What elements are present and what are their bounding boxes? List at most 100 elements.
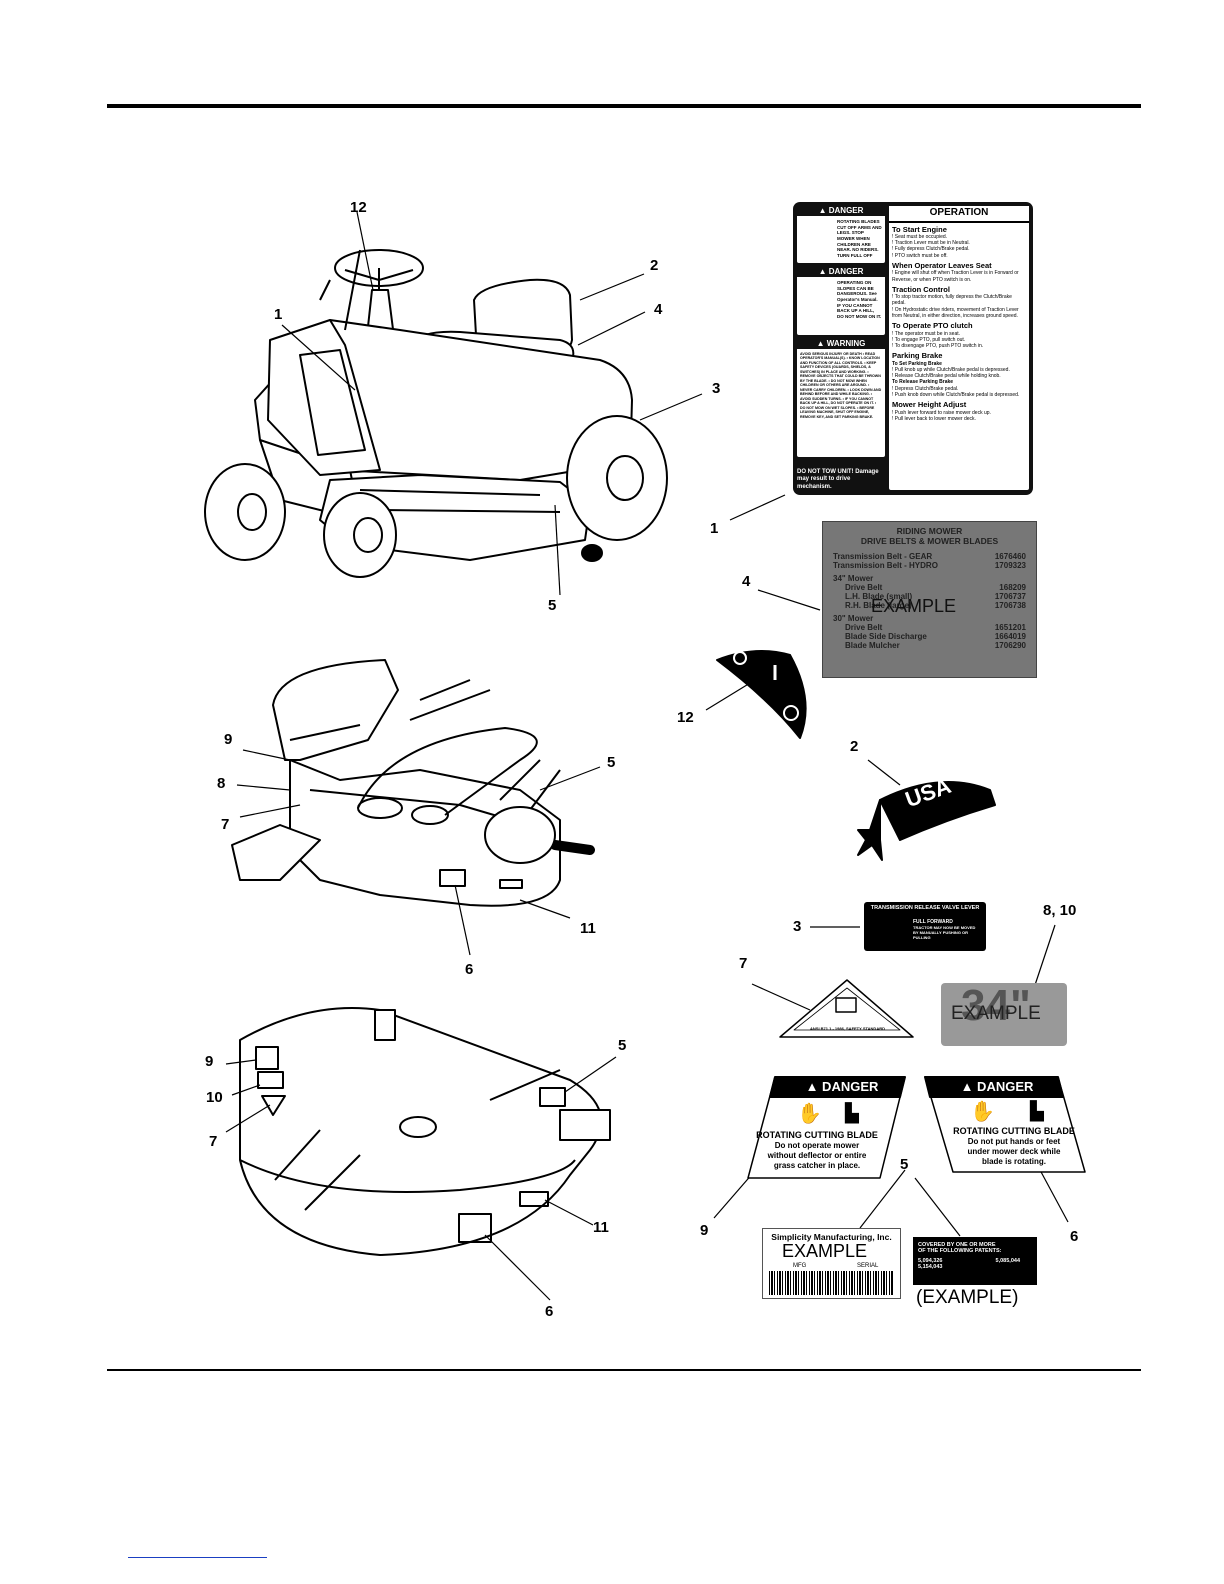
belt-row: Drive Belt 1651201: [823, 623, 1036, 632]
callout-1: 1: [710, 520, 719, 537]
belt-row: R.H. Blade (large) 1706738: [823, 601, 1036, 610]
riding-mower-drawing: [204, 249, 668, 578]
deck-underside-drawing: [239, 1007, 611, 1256]
warning-text: AVOID SERIOUS INJURY OR DEATH • READ OPE…: [800, 352, 882, 419]
boot-icon: ▙: [845, 1103, 859, 1123]
callout-4: 4: [654, 301, 663, 318]
callout-9: 9: [224, 731, 233, 748]
belt-label: Blade Side Discharge: [845, 632, 927, 641]
belt-title-2: DRIVE BELTS & MOWER BLADES: [860, 536, 999, 546]
danger-left-header: ▲ DANGER: [805, 1079, 879, 1094]
patent-number: 5,085,044: [995, 1258, 1020, 1264]
leave-title: When Operator Leaves Seat: [892, 260, 992, 270]
top-rule: [107, 104, 1141, 108]
callout-8-10: 8, 10: [1043, 902, 1077, 919]
operation-title: OPERATION: [889, 206, 1029, 223]
danger-left-line: grass catcher in place.: [773, 1161, 861, 1170]
trans-title: TRANSMISSION RELEASE VALVE LEVER: [870, 905, 980, 911]
start-line: ! PTO switch must be off.: [892, 252, 948, 259]
manufacturer-name: Simplicity Manufacturing, Inc.: [771, 1232, 892, 1242]
belt-title-1: RIDING MOWER: [896, 526, 963, 536]
deck-size-value: 34": [961, 983, 1031, 1030]
callout-3: 3: [712, 380, 721, 397]
callout-9: 9: [700, 1222, 709, 1239]
start-line: ! Fully depress Clutch/Brake pedal.: [892, 246, 970, 253]
leave-line: ! Engine will shut off when Traction Lev…: [892, 270, 1019, 283]
pto-line: ! To disengage PTO, push PTO switch in.: [892, 343, 984, 349]
operation-instructions: OPERATION To Start Engine ! Seat must be…: [889, 206, 1029, 490]
danger-left-line: ROTATING CUTTING BLADE: [756, 1130, 878, 1140]
callout-7: 7: [221, 816, 230, 833]
belt-label: Transmission Belt - GEAR: [833, 552, 933, 561]
belt-row: L.H. Blade (small) 1706737: [823, 592, 1036, 601]
height-line: ! Pull lever back to lower mower deck.: [892, 415, 976, 422]
danger-text: ROTATING BLADES CUT OFF ARMS AND LEGS. S…: [837, 219, 882, 258]
belt-part: 1706738: [994, 601, 1026, 610]
warning-header: ▲ WARNING: [797, 339, 885, 350]
start-title: To Start Engine: [892, 224, 947, 234]
belt-part: 1664019: [994, 632, 1026, 641]
usa-decal: [857, 781, 996, 861]
belt-label: R.H. Blade (large): [845, 601, 912, 610]
height-title: Mower Height Adjust: [892, 400, 967, 410]
callout-6: 6: [545, 1303, 554, 1320]
height-line: ! Push lever forward to raise mower deck…: [892, 409, 991, 416]
serial-label: SERIAL: [857, 1263, 879, 1269]
callout-12: 12: [677, 709, 694, 726]
pto-line: ! To engage PTO, pull switch out.: [892, 336, 966, 343]
danger-right-line: ROTATING CUTTING BLADE: [953, 1126, 1075, 1136]
start-line: ! Seat must be occupied.: [892, 233, 948, 240]
danger-header: ▲ DANGER: [797, 206, 885, 217]
park-release-title: To Release Parking Brake: [892, 379, 954, 386]
mfg-label: MFG: [793, 1263, 807, 1269]
patent-number: 5,154,043: [918, 1264, 943, 1270]
danger-decal-left-shape: [747, 1076, 906, 1179]
belt-part: 1709323: [994, 561, 1026, 570]
danger-right-header: ▲ DANGER: [960, 1079, 1034, 1094]
belt-label: L.H. Blade (small): [845, 592, 913, 601]
footer-link-underline: [128, 1557, 267, 1558]
belt-label: Transmission Belt - HYDRO: [833, 561, 938, 570]
callout-4: 4: [742, 573, 751, 590]
belt-label: Drive Belt: [845, 623, 883, 632]
belt-label: Drive Belt: [845, 583, 883, 592]
safety-standard-text: ANSI B71.1 - 1986, SAFETY STANDARD: [810, 1026, 885, 1031]
section-34: 34" Mower: [833, 574, 874, 583]
trans-sub: FULL FORWARD: [913, 919, 953, 925]
park-line: ! Release Clutch/Brake pedal while holdi…: [892, 373, 1001, 380]
section-30: 30" Mower: [833, 614, 874, 623]
belt-part: 1706290: [994, 641, 1026, 650]
danger-right-line: blade is rotating.: [981, 1157, 1046, 1166]
callout-11: 11: [580, 920, 596, 937]
trans-note: TRACTOR MAY NOW BE MOVED BY MANUALLY PUS…: [913, 925, 976, 940]
example-watermark: EXAMPLE: [871, 596, 957, 616]
belt-part: 168209: [999, 583, 1026, 592]
boot-icon: ▙: [1030, 1101, 1044, 1121]
safety-triangle-decal: [779, 979, 914, 1038]
callout-9: 9: [205, 1053, 214, 1070]
start-line: ! Traction Lever must be in Neutral.: [892, 240, 970, 247]
callout-3: 3: [793, 918, 802, 935]
belt-part: 1706737: [994, 592, 1026, 601]
belts-blades-decal: RIDING MOWER DRIVE BELTS & MOWER BLADES …: [822, 521, 1037, 678]
callout-7: 7: [209, 1133, 218, 1150]
danger-left-line: Do not operate mower: [774, 1141, 860, 1150]
danger-right-line: Do not put hands or feet: [967, 1137, 1061, 1146]
danger-decal-right-shape: [924, 1076, 1086, 1173]
traction-title: Traction Control: [892, 284, 950, 294]
patent-line: OF THE FOLLOWING PATENTS:: [918, 1248, 1002, 1254]
hand-icon: ✋: [797, 1103, 822, 1125]
belt-row: Blade Side Discharge 1664019: [823, 632, 1036, 641]
callout-7: 7: [739, 955, 748, 972]
belt-part: 1651201: [994, 623, 1026, 632]
callout-10: 10: [206, 1089, 223, 1106]
tow-warning: DO NOT TOW UNIT! Damage may result to dr…: [797, 468, 879, 490]
belt-label: Blade Mulcher: [845, 641, 900, 650]
callout-1: 1: [274, 306, 283, 323]
park-line: ! Push knob down while Clutch/Brake peda…: [892, 391, 1020, 398]
callout-5: 5: [548, 597, 557, 614]
park-line: ! Depress Clutch/Brake pedal.: [892, 385, 959, 392]
operation-decal: ▲ DANGER ROTATING BLADES CUT OFF ARMS AN…: [793, 202, 1033, 495]
